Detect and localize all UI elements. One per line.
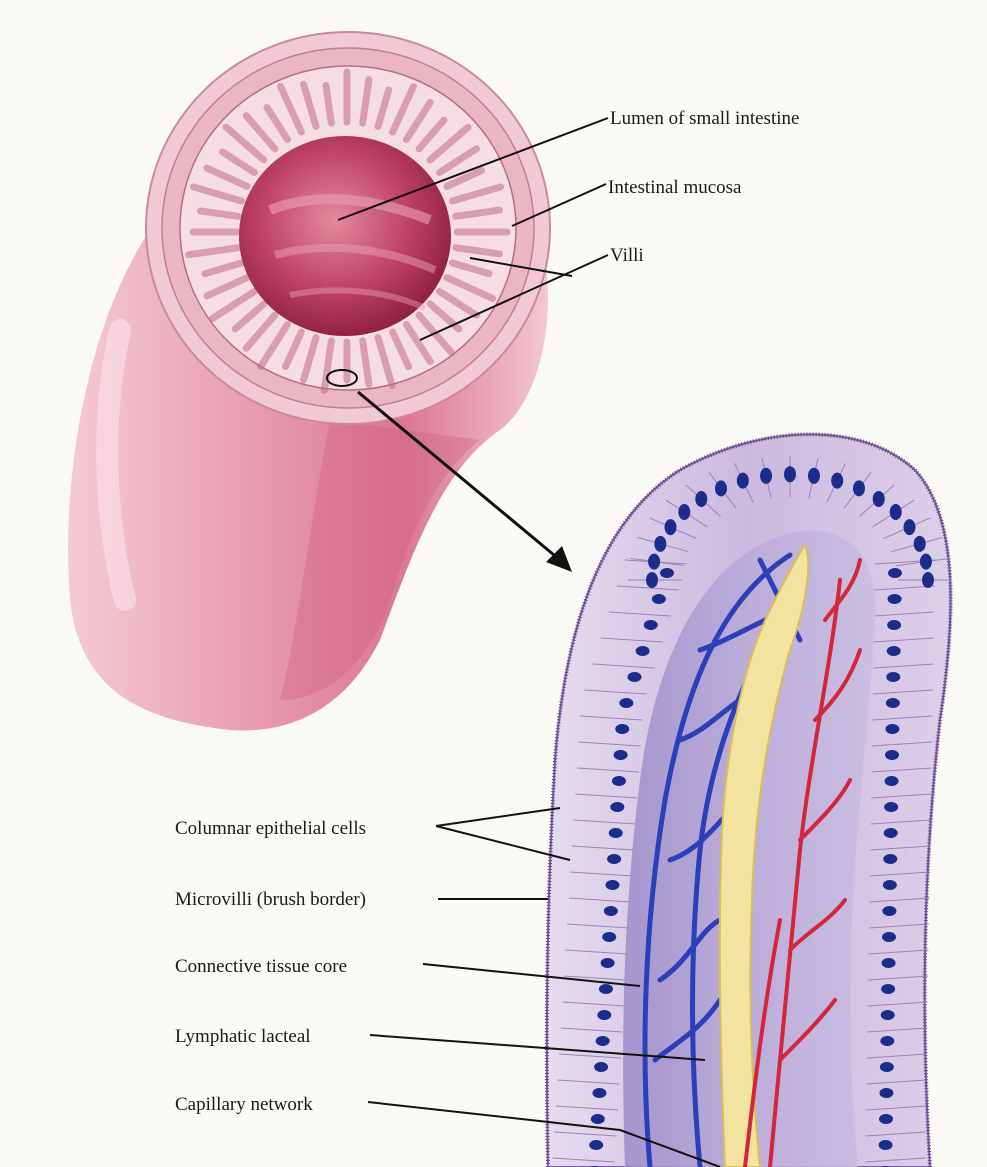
nucleus — [886, 672, 900, 682]
label-connective-tissue-core: Connective tissue core — [175, 956, 347, 977]
nucleus — [922, 572, 934, 588]
nucleus — [591, 1114, 605, 1124]
nucleus — [601, 958, 615, 968]
nucleus — [664, 519, 676, 535]
nucleus — [715, 480, 727, 496]
nucleus — [592, 1088, 606, 1098]
nucleus — [760, 468, 772, 484]
nucleus — [648, 554, 660, 570]
label-columnar-epithelial-cells: Columnar epithelial cells — [175, 818, 366, 839]
nucleus — [881, 1010, 895, 1020]
nucleus — [887, 620, 901, 630]
nucleus — [596, 1036, 610, 1046]
leader-columnar-1 — [436, 808, 560, 826]
nucleus — [604, 906, 618, 916]
nucleus — [654, 536, 666, 552]
nucleus — [882, 958, 896, 968]
label-microvilli: Microvilli (brush border) — [175, 889, 366, 910]
nucleus — [880, 1062, 894, 1072]
nucleus — [881, 984, 895, 994]
nucleus — [885, 750, 899, 760]
nucleus — [883, 880, 897, 890]
nucleus — [660, 568, 674, 578]
nucleus — [599, 984, 613, 994]
nucleus — [879, 1088, 893, 1098]
nucleus — [873, 491, 885, 507]
nucleus — [646, 572, 658, 588]
nucleus — [888, 594, 902, 604]
nucleus — [602, 932, 616, 942]
nucleus — [589, 1140, 603, 1150]
label-capillary-network: Capillary network — [175, 1094, 313, 1115]
label-intestinal-mucosa: Intestinal mucosa — [608, 177, 742, 198]
nucleus — [636, 646, 650, 656]
label-lumen: Lumen of small intestine — [610, 108, 799, 129]
nucleus — [886, 698, 900, 708]
nucleus — [831, 473, 843, 489]
nucleus — [884, 802, 898, 812]
cross-section — [146, 32, 550, 424]
nucleus — [882, 932, 896, 942]
nucleus — [678, 504, 690, 520]
nucleus — [808, 468, 820, 484]
nucleus — [610, 802, 624, 812]
nucleus — [879, 1114, 893, 1124]
nucleus — [644, 620, 658, 630]
nucleus — [609, 828, 623, 838]
nucleus — [914, 536, 926, 552]
label-lymphatic-lacteal: Lymphatic lacteal — [175, 1026, 311, 1047]
nucleus — [784, 466, 796, 482]
nucleus — [652, 594, 666, 604]
nucleus — [920, 554, 932, 570]
nucleus — [695, 491, 707, 507]
nucleus — [737, 473, 749, 489]
nucleus — [627, 672, 641, 682]
enlarged-villus — [547, 434, 952, 1167]
nucleus — [619, 698, 633, 708]
nucleus — [885, 776, 899, 786]
nucleus — [880, 1036, 894, 1046]
nucleus — [615, 724, 629, 734]
nucleus — [612, 776, 626, 786]
nucleus — [882, 906, 896, 916]
nucleus — [890, 504, 902, 520]
nucleus — [614, 750, 628, 760]
label-villi: Villi — [610, 245, 644, 266]
nucleus — [885, 724, 899, 734]
nucleus — [879, 1140, 893, 1150]
nucleus — [887, 646, 901, 656]
nucleus — [888, 568, 902, 578]
nucleus — [904, 519, 916, 535]
nucleus — [605, 880, 619, 890]
leader-columnar-2 — [436, 826, 570, 860]
nucleus — [853, 480, 865, 496]
nucleus — [884, 828, 898, 838]
nucleus — [607, 854, 621, 864]
nucleus — [594, 1062, 608, 1072]
nucleus — [597, 1010, 611, 1020]
nucleus — [883, 854, 897, 864]
